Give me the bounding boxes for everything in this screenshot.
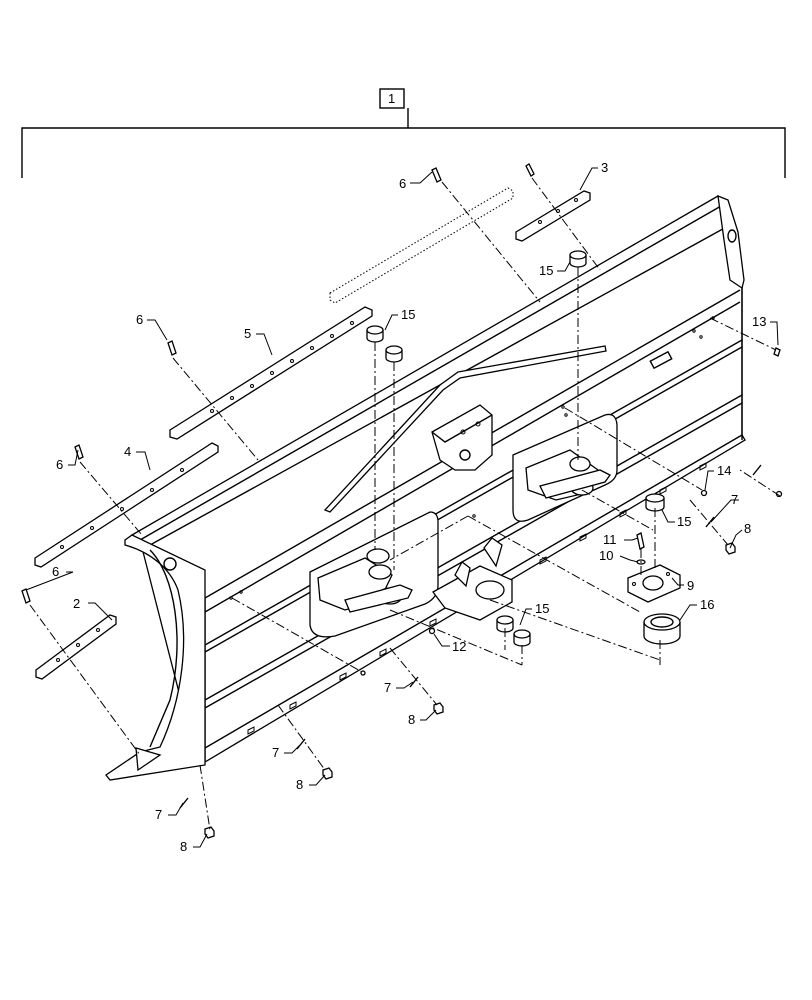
bearing-16	[643, 613, 681, 645]
callout-15: 15	[401, 307, 415, 322]
cutting-edge-3	[515, 190, 591, 242]
callout-15: 15	[677, 514, 691, 529]
callout-7: 7	[384, 680, 391, 695]
callout-8: 8	[744, 521, 751, 536]
callout-7: 7	[155, 807, 162, 822]
callout-6: 6	[136, 312, 143, 327]
cutting-edge-5	[169, 306, 373, 440]
left-end-plate	[105, 534, 206, 781]
callout-labels: 2 3 4 5 6 6 6 6 7 7 7 7 8 8 8 8 9 10 11 …	[52, 160, 766, 854]
callout-5: 5	[244, 326, 251, 341]
callout-15: 15	[539, 263, 553, 278]
callout-3: 3	[601, 160, 608, 175]
callout-7: 7	[272, 745, 279, 760]
assembly-bracket	[21, 88, 786, 178]
callout-8: 8	[408, 712, 415, 727]
cutting-edge-2	[35, 614, 117, 680]
callout-2: 2	[73, 596, 80, 611]
right-pivot-plate	[512, 413, 618, 522]
callout-8: 8	[180, 839, 187, 854]
assembly-lines	[29, 177, 781, 831]
callout-6: 6	[399, 176, 406, 191]
callout-7: 7	[731, 492, 738, 507]
blade-body	[130, 194, 746, 763]
cutting-edge-4	[34, 442, 219, 568]
plow-bolt-icons	[21, 163, 535, 604]
leader-lines	[25, 167, 779, 848]
callout-10: 10	[599, 548, 613, 563]
cutting-edge-optional	[329, 187, 514, 304]
brace-rod	[323, 345, 607, 513]
callout-6: 6	[56, 457, 63, 472]
callout-13: 13	[752, 314, 766, 329]
callout-8: 8	[296, 777, 303, 792]
assembly-number: 1	[388, 91, 395, 106]
callout-14: 14	[717, 463, 731, 478]
bushing-icons	[366, 250, 665, 647]
small-hardware	[179, 347, 783, 839]
center-trunnion	[432, 537, 513, 621]
callout-6: 6	[52, 564, 59, 579]
callout-9: 9	[687, 578, 694, 593]
callout-11: 11	[603, 532, 617, 547]
callout-12: 12	[452, 639, 466, 654]
callout-15: 15	[535, 601, 549, 616]
flange-plate-9	[627, 564, 681, 603]
callout-4: 4	[124, 444, 131, 459]
callout-16: 16	[700, 597, 714, 612]
left-pivot-plate	[309, 511, 439, 638]
center-bracket	[431, 404, 493, 471]
